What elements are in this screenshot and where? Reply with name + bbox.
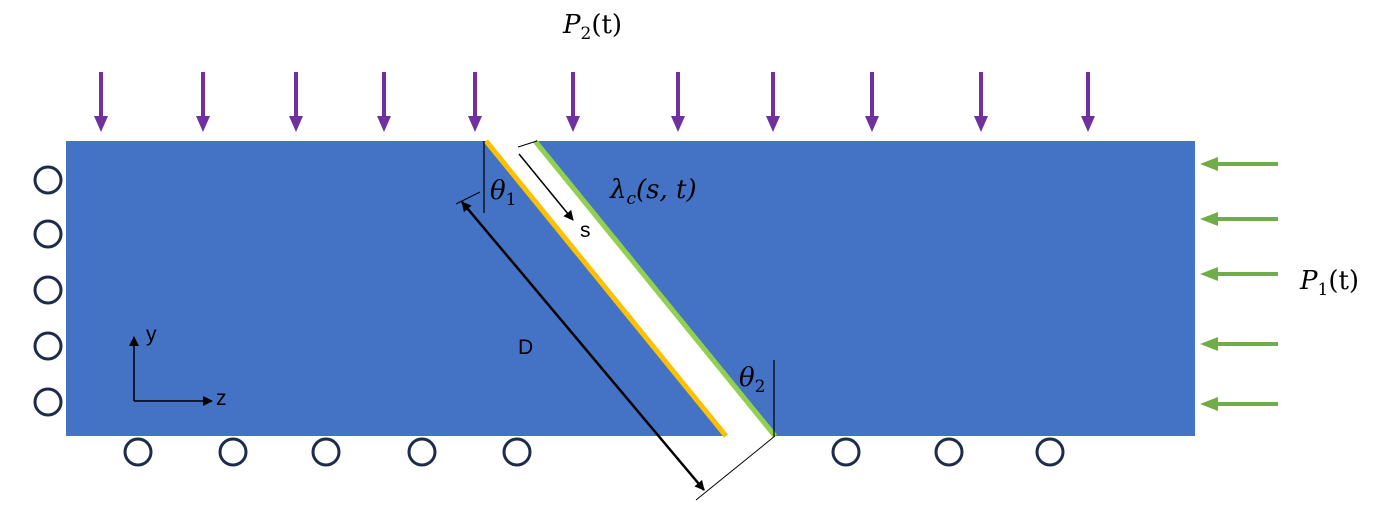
roller-support xyxy=(123,437,153,467)
roller-support xyxy=(33,387,63,417)
p2-arrow xyxy=(468,72,482,132)
p2-arrow xyxy=(766,72,780,132)
p2-arrow xyxy=(377,72,391,132)
bottom-rollers xyxy=(123,437,1065,467)
p2-arrow xyxy=(289,72,303,132)
axis-z-label: z xyxy=(216,387,227,410)
roller-support xyxy=(1035,437,1065,467)
p1-arrow xyxy=(1200,397,1278,411)
p2-arrow xyxy=(974,72,988,132)
axis-y-label: y xyxy=(146,323,157,346)
roller-support xyxy=(831,437,861,467)
roller-support xyxy=(33,331,63,361)
dimension-d-tick-top xyxy=(455,191,481,205)
roller-support xyxy=(407,437,437,467)
roller-support xyxy=(33,275,63,305)
p2-arrow xyxy=(566,72,580,132)
roller-support xyxy=(33,219,63,249)
p1-arrow xyxy=(1200,337,1278,351)
crack-top-width-line xyxy=(517,140,538,148)
roller-support xyxy=(311,437,341,467)
p2-label: P2(t) xyxy=(562,10,622,44)
theta2-label: θ2 xyxy=(739,363,765,397)
roller-support xyxy=(502,437,532,467)
p1-label: P1(t) xyxy=(1299,266,1359,300)
d-label: D xyxy=(518,336,533,359)
p2-arrow xyxy=(1081,72,1095,132)
p1-arrow xyxy=(1200,157,1278,171)
roller-support xyxy=(33,165,63,195)
p2-load-arrows xyxy=(94,72,1095,132)
dimension-d-arrow xyxy=(461,201,705,491)
p1-load-arrows xyxy=(1200,157,1278,411)
p2-arrow xyxy=(671,72,685,132)
p2-arrow xyxy=(865,72,879,132)
s-coordinate-arrow xyxy=(518,153,574,221)
p1-arrow xyxy=(1200,212,1278,226)
roller-support xyxy=(218,437,248,467)
theta1-label: θ1 xyxy=(490,176,516,210)
p1-arrow xyxy=(1200,267,1278,281)
crack-bottom-width-line xyxy=(695,435,776,501)
p2-arrow xyxy=(196,72,210,132)
roller-support xyxy=(934,437,964,467)
p2-arrow xyxy=(94,72,108,132)
lambda-label: λc(s, t) xyxy=(609,175,697,209)
s-label: s xyxy=(580,219,591,242)
left-rollers xyxy=(33,165,63,417)
